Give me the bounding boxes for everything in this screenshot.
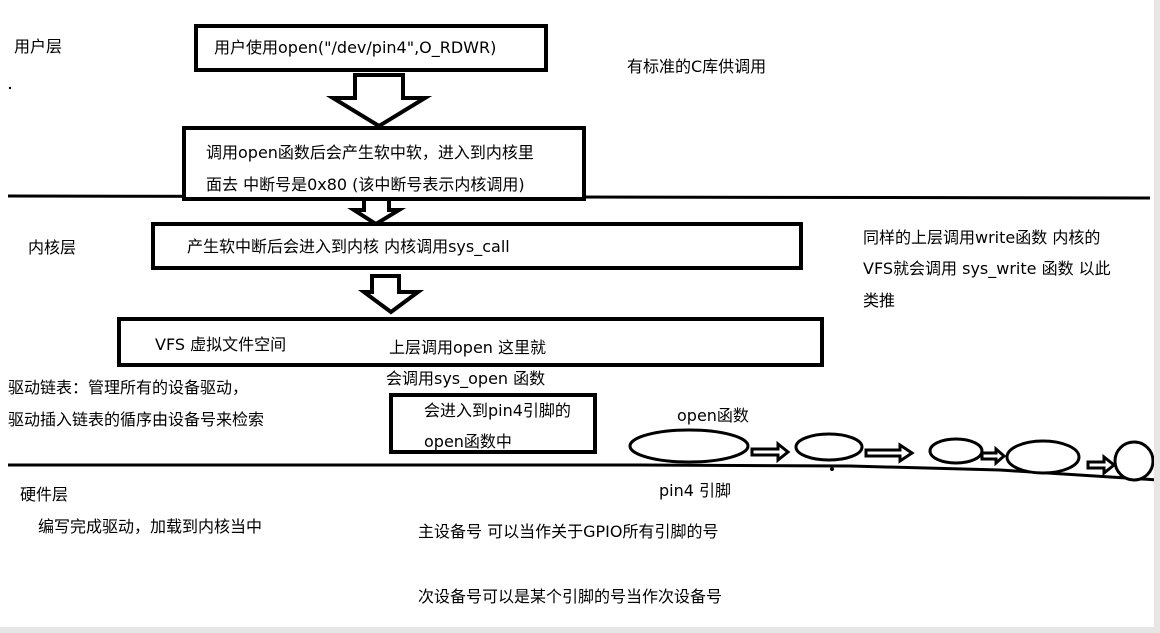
soft-interrupt-text-line2: 面去 中断号是0x80 (该中断号表示内核调用) (206, 175, 525, 194)
window-bottom-edge (0, 627, 1160, 633)
chain-arrow-2 (864, 442, 915, 464)
pin4-open-text-line1: 会进入到pin4引脚的 (424, 401, 571, 420)
stray-mark (8, 86, 12, 90)
c-library-note: 有标准的C库供调用 (627, 57, 767, 76)
kernel-hardware-separator (8, 463, 1159, 482)
chain-arrow-3 (980, 445, 1007, 467)
pin4-open-text-line2: open函数中 (424, 432, 512, 451)
chain-node-3 (928, 437, 984, 465)
write-driver-note: 编写完成驱动，加载到内核当中 (38, 517, 263, 536)
syscall-box: 产生软中断后会进入到内核 内核调用sys_call (151, 222, 803, 270)
write-note-line2: VFS就会调用 sys_write 函数 以此 (863, 259, 1111, 278)
kernel-layer-label: 内核层 (28, 238, 77, 257)
vfs-text: VFS 虚拟文件空间 (155, 335, 287, 354)
chain-dot (830, 467, 834, 471)
syscall-text: 产生软中断后会进入到内核 内核调用sys_call (187, 237, 510, 256)
chain-node-4 (1005, 439, 1081, 475)
pin4-label: pin4 引脚 (659, 481, 732, 500)
open-call-box: 用户使用open("/dev/pin4",O_RDWR) (194, 24, 548, 72)
chain-node-2 (794, 432, 864, 462)
pin4-open-box: 会进入到pin4引脚的 open函数中 (389, 393, 597, 454)
hardware-layer-label: 硬件层 (20, 485, 69, 504)
soft-interrupt-box: 调用open函数后会产生软中软，进入到内核里 面去 中断号是0x80 (该中断号… (182, 126, 586, 201)
sys-open-note: 会调用sys_open 函数 (386, 369, 546, 388)
down-arrow-2 (347, 195, 407, 227)
driver-list-note-line2: 驱动插入链表的循序由设备号来检索 (8, 410, 265, 429)
write-note-line3: 类推 (863, 291, 896, 310)
chain-node-1 (628, 428, 750, 464)
chain-arrow-1 (750, 440, 791, 464)
major-number-note: 主设备号 可以当作关于GPIO所有引脚的号 (418, 522, 719, 541)
vfs-box: VFS 虚拟文件空间 上层调用open 这里就 (117, 317, 824, 367)
down-arrow-1 (325, 73, 433, 129)
chain-node-5 (1113, 440, 1155, 482)
open-call-text: 用户使用open("/dev/pin4",O_RDWR) (214, 38, 497, 57)
open-function-label: open函数 (677, 406, 749, 425)
write-note-line1: 同样的上层调用write函数 内核的 (863, 228, 1101, 247)
chain-arrow-4 (1086, 453, 1117, 477)
down-arrow-3 (357, 274, 425, 315)
driver-list-note-line1: 驱动链表：管理所有的设备驱动， (8, 378, 249, 397)
upper-open-note: 上层调用open 这里就 (389, 338, 547, 357)
minor-number-note: 次设备号可以是某个引脚的号当作次设备号 (418, 587, 723, 606)
user-layer-label: 用户层 (14, 37, 63, 56)
soft-interrupt-text-line1: 调用open函数后会产生软中软，进入到内核里 (206, 143, 534, 162)
window-right-edge (1154, 0, 1160, 633)
